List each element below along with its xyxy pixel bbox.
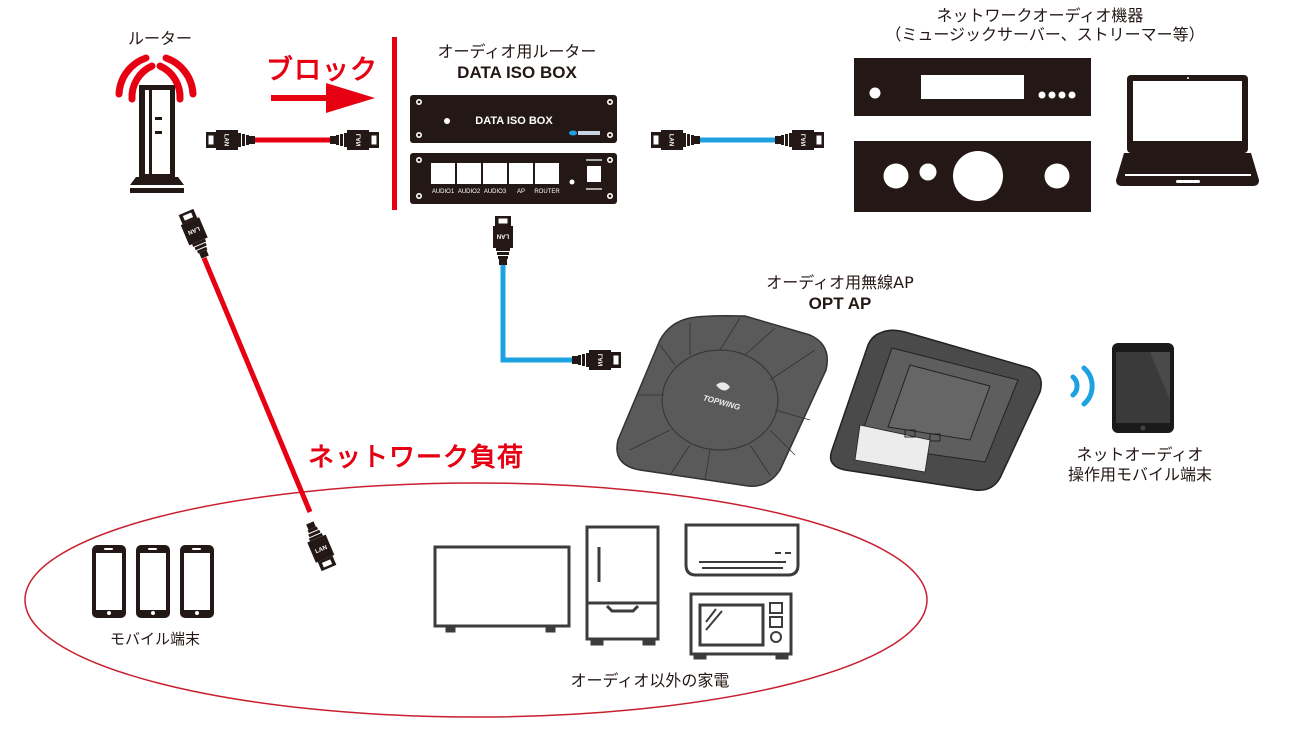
network-load-label: ネットワーク負荷 [308, 443, 525, 473]
block-wall [392, 37, 397, 210]
router-icon [115, 54, 197, 193]
lan-cable-isobox-to-audio [651, 130, 824, 150]
port-label-ap: AP [517, 189, 525, 195]
isobox-front-text: DATA ISO BOX [475, 115, 553, 127]
router-label: ルーター [127, 29, 192, 48]
control-device-label-line2: 操作用モバイル端末 [1067, 465, 1212, 484]
tablet-icon [1112, 343, 1174, 433]
block-label: ブロック [266, 55, 378, 86]
opt-ap-top-view: TOPWING [616, 315, 828, 487]
data-iso-box-front [410, 95, 617, 143]
control-device-label-line1: ネットオーディオ [1076, 445, 1204, 464]
opt-ap-label-jp: オーディオ用無線AP [766, 273, 914, 292]
tv-icon [433, 545, 571, 633]
port-label-audio2: AUDIO2 [458, 189, 481, 195]
network-load-ellipse [24, 482, 928, 718]
network-audio-amplifier-icon [854, 141, 1091, 212]
network-audio-player-icon [854, 58, 1091, 116]
laptop-icon [1116, 75, 1259, 186]
block-arrow [271, 83, 375, 113]
wifi-signal-icon [1070, 365, 1095, 407]
home-appliances-label: オーディオ以外の家電 [570, 671, 730, 690]
network-audio-label-line1: ネットワークオーディオ機器 [936, 6, 1144, 25]
port-label-router: ROUTER [534, 189, 560, 195]
lan-cable-router-to-isobox [206, 130, 379, 150]
port-label-audio3: AUDIO3 [484, 189, 507, 195]
lan-cable-isobox-to-ap [493, 216, 621, 370]
microwave-icon [689, 592, 793, 660]
mobile-phones-icon [92, 545, 214, 618]
data-iso-box-rear [410, 153, 617, 204]
port-label-audio1: AUDIO1 [432, 189, 455, 195]
lan-cable-router-to-home [176, 208, 339, 572]
air-conditioner-icon [684, 523, 800, 577]
network-audio-label-line2: （ミュージックサーバー、ストリーマー等） [885, 25, 1205, 44]
refrigerator-icon [585, 525, 660, 646]
opt-ap-label-en: OPT AP [808, 294, 872, 313]
mobile-devices-label: モバイル端末 [109, 630, 200, 648]
isobox-label-en: DATA ISO BOX [457, 63, 577, 82]
opt-ap-bottom-view [829, 329, 1042, 491]
isobox-label-jp: オーディオ用ルーター [437, 42, 597, 61]
